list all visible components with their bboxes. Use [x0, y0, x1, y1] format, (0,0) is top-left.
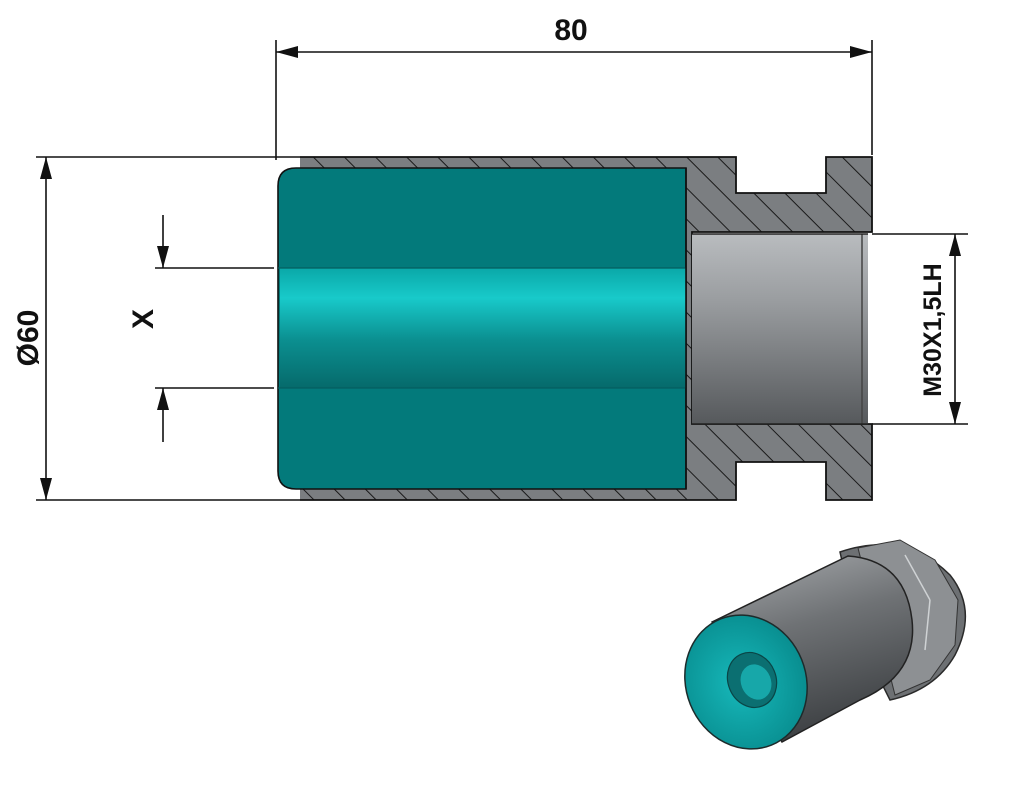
length-dimension: 80 [275, 14, 873, 160]
diameter-dimension: Ø60 [12, 156, 300, 501]
teal-roller-body [277, 167, 687, 490]
thread-label: M30X1,5LH [919, 263, 947, 396]
diameter-label: Ø60 [12, 310, 45, 367]
steel-shell-section [300, 156, 873, 501]
threaded-bore [692, 233, 868, 425]
isometric-view [684, 539, 966, 750]
length-label: 80 [554, 14, 587, 47]
bore-dimension: X [127, 215, 274, 442]
thread-dimension: M30X1,5LH [872, 233, 968, 425]
bore-label: X [127, 309, 160, 329]
